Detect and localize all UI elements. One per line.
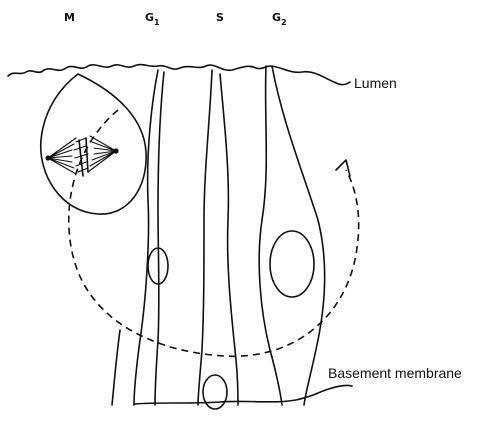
g1-cell-outline-right xyxy=(155,72,164,405)
s-nucleus xyxy=(203,375,227,409)
g2-cell-outline-left xyxy=(259,66,282,405)
cycle-arrow xyxy=(69,110,359,356)
cycle-arrowhead xyxy=(336,160,350,176)
mitotic-cell xyxy=(41,74,146,214)
g1-cell-outline-left xyxy=(134,70,158,405)
basement-membrane-label: Basement membrane xyxy=(328,365,462,381)
phase-label-g1: G1 xyxy=(145,11,160,27)
cell-boundary-left xyxy=(112,330,120,405)
phase-label-m: M xyxy=(64,11,75,24)
mitotic-spindle xyxy=(45,136,118,176)
lumen-label: Lumen xyxy=(354,75,397,91)
lumen-surface xyxy=(8,65,350,85)
phase-label-g2: G2 xyxy=(272,11,287,27)
phase-label-s: S xyxy=(216,11,224,24)
g2-nucleus xyxy=(270,231,314,297)
basement-membrane xyxy=(134,385,352,404)
